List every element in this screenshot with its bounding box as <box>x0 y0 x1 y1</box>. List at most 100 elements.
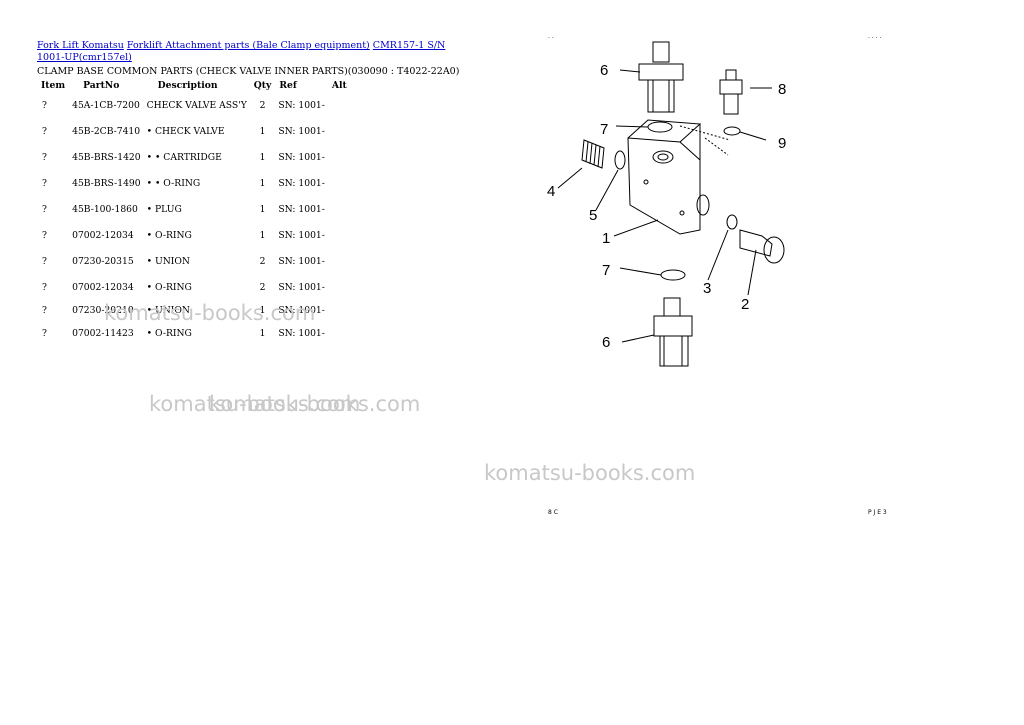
cell-item: ? <box>42 151 47 163</box>
cartridge-part <box>581 139 605 169</box>
corner-mark-bottom-right: P J E 3 <box>868 509 887 516</box>
cell-alt <box>328 300 351 320</box>
cell-part-no: 45B-2CB-7410 <box>72 125 141 137</box>
cell-part-no: 07002-12034 <box>72 281 134 293</box>
cell-description: • CHECK VALVE <box>146 125 225 137</box>
check-valve-exploded-diagram: 6 8 7 9 4 5 1 7 3 2 6 · · · · · · 8 C P … <box>547 35 887 516</box>
cell-alt <box>328 144 351 170</box>
callout-2: 2 <box>741 296 749 313</box>
table-row: ? 07002-11423 • O-RING 1 SN: 1001- <box>37 320 351 346</box>
cell-part-no: 07002-12034 <box>72 229 134 241</box>
cell-qty: 1 <box>259 327 266 339</box>
cell-alt <box>328 248 351 274</box>
callout-8: 8 <box>778 81 786 98</box>
callout-7-top: 7 <box>600 121 608 138</box>
table-header-row: Item PartNo Description Qty Ref Alt <box>37 78 351 92</box>
cell-alt <box>328 196 351 222</box>
breadcrumb-link-model[interactable]: CMR157-1 S/N 1001-UP(cmr157el) <box>37 40 446 63</box>
col-header-description: Description <box>157 79 218 91</box>
cell-description: • UNION <box>146 255 190 267</box>
corner-mark-top-left: · · <box>548 35 554 42</box>
table-row: ? 07230-20210 • UNION 1 SN: 1001- <box>37 300 351 320</box>
breadcrumb-link-attachment-parts[interactable]: Forklift Attachment parts (Bale Clamp eq… <box>126 40 370 51</box>
watermark: komatsu-books.com <box>104 301 316 325</box>
cell-ref: SN: 1001- <box>278 304 325 316</box>
cell-ref: SN: 1001- <box>278 99 325 111</box>
cell-alt <box>328 118 351 144</box>
corner-mark-top-right: · · · · <box>868 35 881 42</box>
cell-qty: 1 <box>259 177 266 189</box>
top-union-part <box>638 41 684 113</box>
cell-ref: SN: 1001- <box>278 177 325 189</box>
cell-part-no: 45B-100-1860 <box>72 203 138 215</box>
callout-6-bottom: 6 <box>602 334 610 351</box>
cell-qty: 1 <box>259 229 266 241</box>
callout-7-bottom: 7 <box>602 262 610 279</box>
cell-ref: SN: 1001- <box>278 327 325 339</box>
cell-item: ? <box>42 327 47 339</box>
cell-description: CHECK VALVE ASS'Y <box>146 99 247 111</box>
cell-ref: SN: 1001- <box>278 125 325 137</box>
callout-5: 5 <box>589 207 597 224</box>
plug-part <box>739 229 785 264</box>
parts-table: Item PartNo Description Qty Ref Alt ?45A… <box>37 78 351 346</box>
cell-qty: 1 <box>259 151 266 163</box>
bottom-union-part <box>653 297 693 367</box>
cell-item: ? <box>42 99 47 111</box>
watermark: komatsu-books.com <box>484 461 696 485</box>
cell-item: ? <box>42 203 47 215</box>
cell-description: • • O-RING <box>146 177 201 189</box>
col-header-alt: Alt <box>331 79 347 91</box>
fitting-part-8 <box>719 69 743 115</box>
cell-alt <box>328 320 351 346</box>
cell-qty: 1 <box>259 203 266 215</box>
cell-ref: SN: 1001- <box>278 203 325 215</box>
watermark: komatsu-books.com <box>149 392 361 416</box>
valve-body-part <box>627 119 710 235</box>
cell-ref: SN: 1001- <box>278 255 325 267</box>
col-header-qty: Qty <box>253 79 272 91</box>
table-row: ? 45B-100-1860 • PLUG 1 SN: 1001- <box>37 196 351 222</box>
breadcrumb-link-fork-lift[interactable]: Fork Lift Komatsu <box>37 40 124 51</box>
cell-description: • • CARTRIDGE <box>146 151 222 163</box>
callout-6-top: 6 <box>600 62 608 79</box>
cell-item: ? <box>42 125 47 137</box>
cell-qty: 2 <box>259 99 266 111</box>
cell-item: ? <box>42 304 47 316</box>
cell-item: ? <box>42 177 47 189</box>
cell-part-no: 07002-11423 <box>72 327 134 339</box>
cell-description: • O-RING <box>146 327 192 339</box>
cell-alt <box>328 274 351 300</box>
cell-item: ? <box>42 281 47 293</box>
cell-description: • O-RING <box>146 229 192 241</box>
section-title: CLAMP BASE COMMON PARTS (CHECK VALVE INN… <box>37 66 460 77</box>
cell-description: • O-RING <box>146 281 192 293</box>
cell-qty: 1 <box>259 304 266 316</box>
cell-description: • UNION <box>146 304 190 316</box>
cell-alt <box>328 222 351 248</box>
cell-alt <box>328 92 351 118</box>
table-row: ? 45B-2CB-7410 • CHECK VALVE 1 SN: 1001- <box>37 118 351 144</box>
watermark: komatsu-books.com <box>209 392 421 416</box>
cell-qty: 1 <box>259 125 266 137</box>
callout-4: 4 <box>547 183 555 200</box>
cell-qty: 2 <box>259 281 266 293</box>
table-row: ? 45B-BRS-1420 • • CARTRIDGE 1 SN: 1001- <box>37 144 351 170</box>
cell-item: ? <box>42 229 47 241</box>
cell-part-no: 07230-20315 <box>72 255 134 267</box>
cell-part-no: 07230-20210 <box>72 304 134 316</box>
callout-1: 1 <box>602 230 610 247</box>
cell-qty: 2 <box>259 255 266 267</box>
breadcrumb: Fork Lift Komatsu Forklift Attachment pa… <box>37 40 447 64</box>
cell-description: • PLUG <box>146 203 182 215</box>
col-header-partno: PartNo <box>83 79 120 91</box>
callout-9: 9 <box>778 135 786 152</box>
cell-ref: SN: 1001- <box>278 151 325 163</box>
col-header-ref: Ref <box>279 79 297 91</box>
col-header-item: Item <box>41 79 66 91</box>
cell-part-no: 45B-BRS-1420 <box>72 151 141 163</box>
corner-mark-bottom-left: 8 C <box>548 509 558 516</box>
